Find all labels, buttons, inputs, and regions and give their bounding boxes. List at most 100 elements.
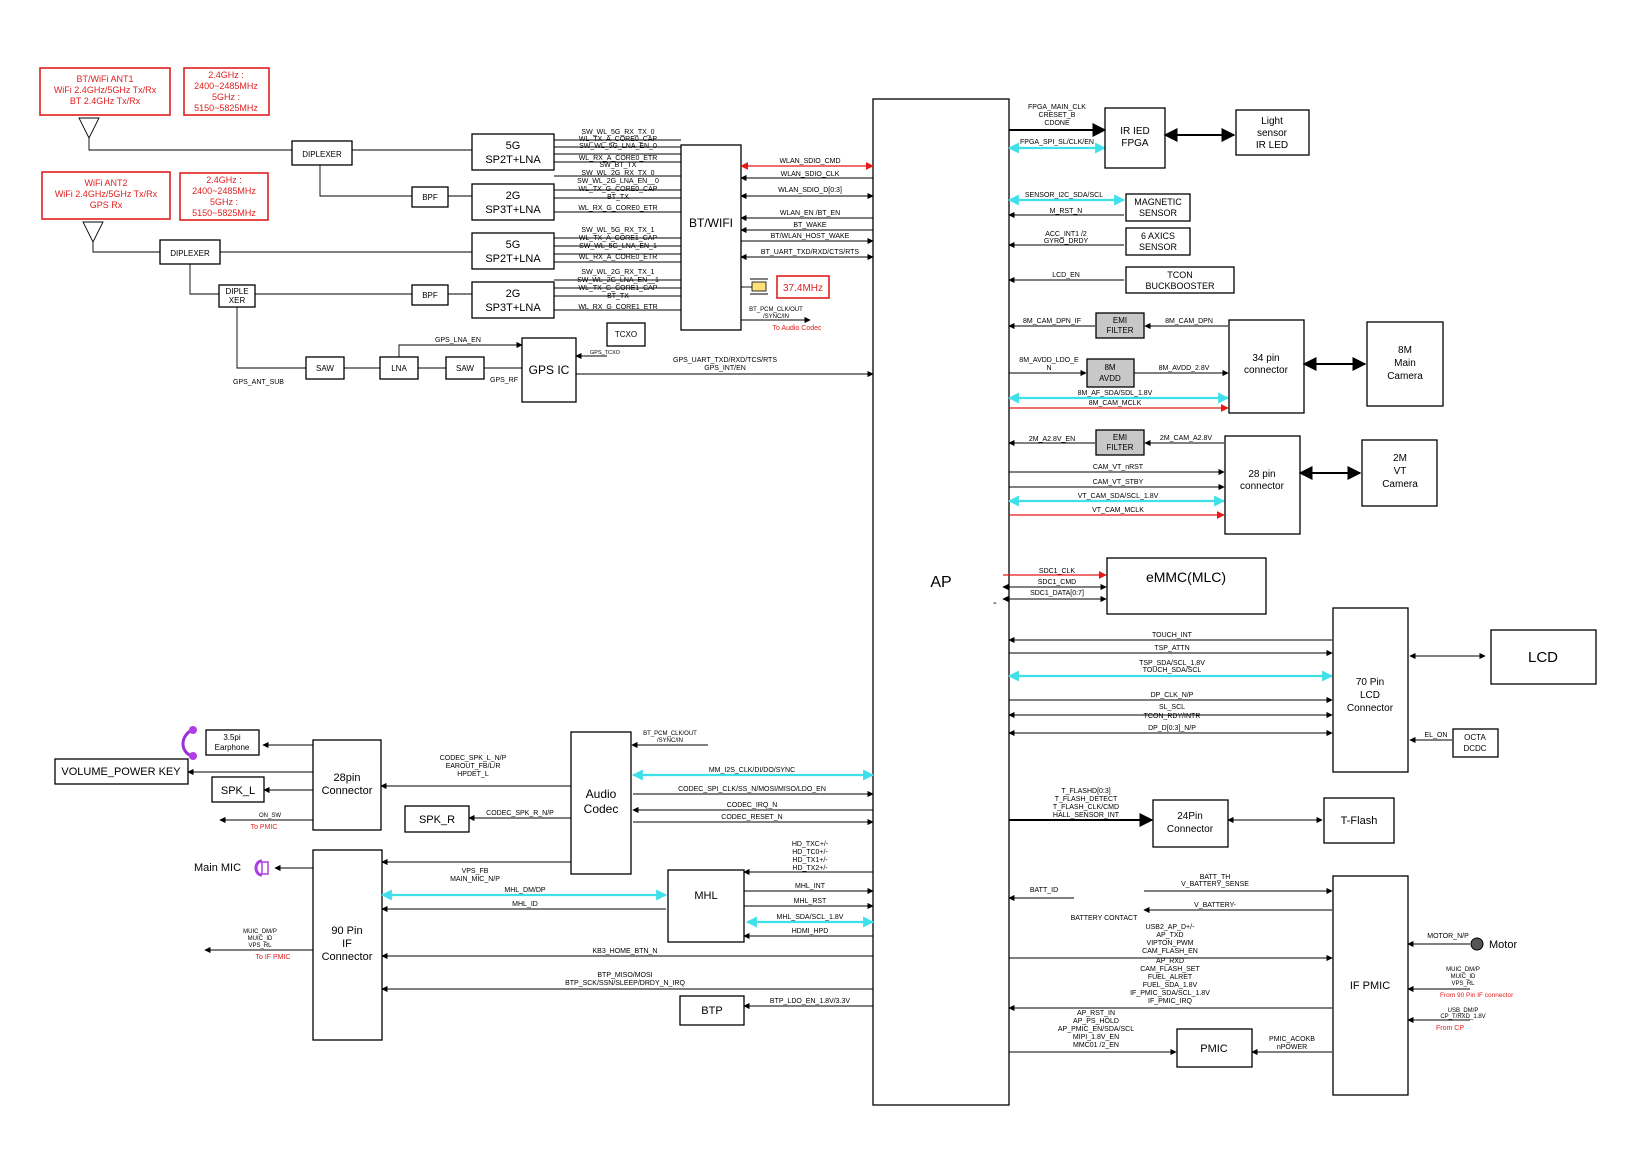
sw1-sig-3: SW_WL_5G_LNA_EN_0 bbox=[579, 143, 657, 150]
wlan-sig-5: BT_WAKE bbox=[793, 222, 827, 229]
pmic-sig-4: MIPI_1.8V_EN bbox=[1073, 1034, 1119, 1041]
fpga-sig-2: CRESET_B bbox=[1039, 112, 1076, 119]
cam-vt-stby: CAM_VT_STBY bbox=[1093, 479, 1144, 486]
mhl-sig-2: MHL_RST bbox=[794, 898, 827, 905]
lcd-sig-6: SL_SCL bbox=[1159, 704, 1185, 711]
muic-right-3: VPS_RL bbox=[1451, 981, 1475, 987]
fpga-sig-3: CDONE bbox=[1044, 120, 1070, 127]
audio-codec bbox=[570, 731, 632, 875]
btp-ldo: BTP_LDO_EN_1.8V/3.3V bbox=[770, 998, 850, 1005]
cam8-avdd-ldo-1: 8M_AVDD_LDO_E bbox=[1019, 357, 1079, 364]
muic-left-2: MUIC_ID bbox=[248, 936, 273, 942]
ant1-freq-3: 5GHz : bbox=[212, 92, 240, 102]
conn90-l1: 90 Pin bbox=[331, 925, 362, 937]
cam2-l3: Camera bbox=[1382, 479, 1418, 490]
conn70-l1: 70 Pin bbox=[1356, 677, 1384, 688]
pmic-acok-1: PMIC_ACOKB bbox=[1269, 1036, 1315, 1043]
cam-vt-rst: CAM_VT_nRST bbox=[1093, 464, 1144, 471]
volume-power-key bbox=[54, 758, 189, 785]
tflash-sig-2: T_FLASH_DETECT bbox=[1055, 796, 1118, 803]
connector-90pin bbox=[312, 849, 383, 1041]
emi-filter-2 bbox=[1095, 429, 1145, 456]
axis-l2: SENSOR bbox=[1139, 242, 1178, 252]
sensors-group: SENSOR_I2C_SDA/SCL M_RST_N MAGNETIC SENS… bbox=[1007, 192, 1235, 294]
sw2-l1: 2G bbox=[506, 190, 521, 202]
sw1-l1: 5G bbox=[506, 140, 521, 152]
conn90-l3: Connector bbox=[322, 951, 373, 963]
tflash-sig-3: T_FLASH_CLK/CMD bbox=[1053, 804, 1119, 811]
batt-id: BATT_ID bbox=[1030, 887, 1058, 894]
spk-r bbox=[404, 805, 470, 833]
v-battery: V_BATTERY- bbox=[1194, 902, 1237, 909]
tflash-label: T-Flash bbox=[1341, 815, 1378, 827]
mhl-label: MHL bbox=[694, 890, 717, 902]
lcd-en: LCD_EN bbox=[1052, 272, 1080, 279]
vt-sda: VT_CAM_SDA/SCL_1.8V bbox=[1078, 493, 1159, 500]
ifpmic-sig1-4: CAM_FLASH_EN bbox=[1142, 948, 1198, 955]
sw1-l2: SP2T+LNA bbox=[485, 154, 541, 166]
if-pmic bbox=[1332, 875, 1409, 1096]
irled-fpga bbox=[1104, 107, 1166, 169]
from-90pin: From 90 Pin IF connector bbox=[1440, 992, 1514, 999]
saw-1-label: SAW bbox=[316, 364, 334, 373]
lcd-label: LCD bbox=[1528, 649, 1558, 666]
bt-wifi-chip bbox=[680, 144, 742, 331]
ap-block bbox=[872, 98, 1010, 1106]
lcd-sig-1: TOUCH_INT bbox=[1152, 632, 1193, 639]
antenna-1: BT/WiFi ANT1 WiFi 2.4GHz/5GHz Tx/Rx BT 2… bbox=[39, 67, 292, 151]
sw1-sig-1: SW_WL_5G_RX_TX_0 bbox=[581, 129, 654, 136]
muic-left-1: MUIC_DM/P bbox=[243, 929, 277, 935]
avdd-l2: AVDD bbox=[1099, 374, 1121, 383]
camera-2m bbox=[1361, 439, 1438, 507]
cam2-l2: VT bbox=[1394, 466, 1407, 477]
bt-pcm-2: /SYNC/IN bbox=[763, 314, 789, 320]
emi-2-l2: FILTER bbox=[1107, 443, 1134, 452]
switch-2g-1 bbox=[471, 183, 555, 221]
from-cp: From CP bbox=[1436, 1025, 1464, 1032]
on-sw: ON_SW bbox=[259, 813, 281, 819]
sdc-sig-2: SDC1_CMD bbox=[1038, 579, 1077, 586]
fpga-sig-1: FPGA_MAIN_CLK bbox=[1028, 104, 1086, 111]
tcxo bbox=[606, 322, 646, 347]
fpga-group: FPGA_MAIN_CLK CRESET_B CDONE FPGA_SPI_SL… bbox=[1007, 104, 1310, 169]
emmc-label: eMMC(MLC) bbox=[1146, 569, 1226, 585]
earphone-icon bbox=[181, 726, 197, 760]
bt-pcm2-1: BT_PCM_CLK/OUT bbox=[643, 731, 697, 737]
gps-ant-sub: GPS_ANT_SUB bbox=[233, 379, 284, 386]
ifpmic-label: IF PMIC bbox=[1350, 980, 1390, 992]
lcd-sig-8: DP_D[0:3]_N/P bbox=[1148, 725, 1196, 732]
diplexer-2 bbox=[159, 239, 221, 265]
light-sensor bbox=[1235, 109, 1310, 156]
ant1-freq-2: 2400~2485MHz bbox=[194, 81, 258, 91]
conn24-l1: 24Pin bbox=[1177, 811, 1203, 822]
conn34-l1: 34 pin bbox=[1252, 353, 1279, 364]
antenna-1-icon bbox=[78, 117, 292, 151]
sdc-sig-3: SDC1_DATA[0:7] bbox=[1030, 590, 1084, 597]
diplexer-2-label: DIPLEXER bbox=[170, 249, 210, 258]
mhl-sig-4: HDMI_HPD bbox=[792, 928, 829, 935]
kb3: KB3_HOME_BTN_N bbox=[593, 948, 658, 955]
gps-uart-2: GPS_INT/EN bbox=[704, 365, 746, 372]
magnetic-l1: MAGNETIC bbox=[1134, 197, 1182, 207]
cam8-dpn-left: 8M_CAM_DPN_IF bbox=[1023, 318, 1081, 325]
cam8-l2: Main bbox=[1394, 358, 1416, 369]
crystal-icon bbox=[741, 278, 768, 295]
spk-l bbox=[211, 776, 265, 803]
emi-2-l1: EMI bbox=[1113, 433, 1127, 442]
magnetic-sensor bbox=[1125, 193, 1191, 222]
to-audio-codec: To Audio Codec bbox=[772, 325, 822, 332]
wlan-sig-7: BT_UART_TXD/RXD/CTS/RTS bbox=[761, 249, 859, 256]
sw4-sig-3: WL_TX_G_CORE1_CAP bbox=[579, 285, 658, 292]
vps-fb-1: VPS_FB bbox=[462, 868, 489, 875]
emmc-group: SDC1_CLK SDC1_CMD SDC1_DATA[0:7] eMMC(ML… bbox=[1002, 557, 1267, 615]
to-pmic: To PMIC bbox=[251, 824, 278, 831]
irled-fpga-l2: FPGA bbox=[1121, 138, 1149, 149]
mhl-sig-3: MHL_SDA/SCL_1.8V bbox=[777, 914, 844, 921]
muic-right-2: MUIC_ID bbox=[1451, 974, 1476, 980]
cam8-l3: Camera bbox=[1387, 371, 1423, 382]
hd-sig-4: HD_TX2+/- bbox=[792, 865, 828, 872]
bpf-2 bbox=[411, 284, 449, 306]
gps-lna-en: GPS_LNA_EN bbox=[435, 337, 481, 344]
ant1-freq-1: 2.4GHz : bbox=[208, 70, 244, 80]
light-l3: IR LED bbox=[1256, 140, 1288, 151]
